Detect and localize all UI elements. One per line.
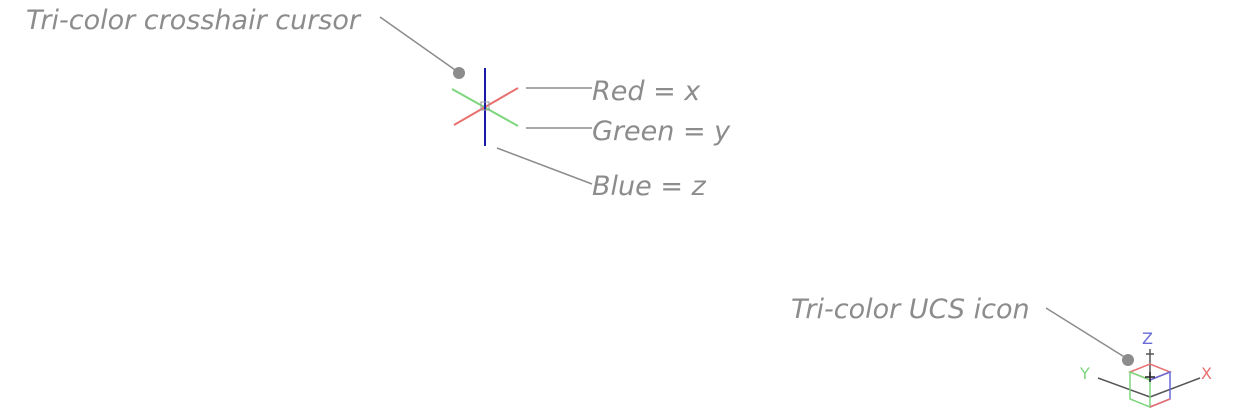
ucs-x-axis [1149,377,1201,398]
ucs-y-axis [1097,377,1151,398]
crosshair-leader-line [379,16,459,73]
blue-leader-line [496,147,593,185]
ucs-leader-line [1045,307,1127,359]
blue-axis-label: Blue = z [592,171,706,202]
ucs-icon-label: Tri-color UCS icon [791,294,1030,325]
crosshair-cursor-label: Tri-color crosshair cursor [26,5,360,36]
ucs-x-letter: X [1201,364,1212,383]
red-axis-label: Red = x [592,76,701,107]
ucs-z-letter: Z [1142,329,1153,348]
crosshair-leader-dot [453,67,465,79]
green-axis-label: Green = y [592,116,731,147]
ucs-leader-dot [1122,354,1134,366]
ucs-cube-right-bottom [1149,398,1171,408]
ucs-y-letter: Y [1080,364,1090,383]
tricolor-ucs-icon [1097,349,1201,409]
tricolor-crosshair-icon [451,68,519,146]
crosshair-pick-box [480,101,490,111]
